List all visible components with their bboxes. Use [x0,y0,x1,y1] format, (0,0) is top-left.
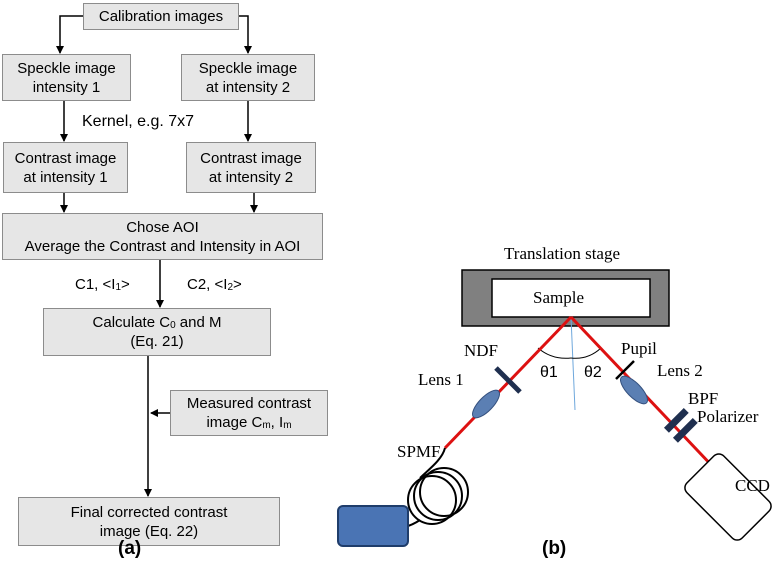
polarizer [672,417,698,443]
calibration-images-box: Calibration images [83,3,239,30]
lens-1 [472,389,500,419]
arrow-calib-to-speckle1 [56,15,83,54]
bpf-filter [663,407,689,433]
contrast-image-1-box: Contrast image at intensity 1 [3,142,128,193]
caption-b: (b) [542,538,567,559]
choose-aoi-box: Chose AOI Average the Contrast and Inten… [2,213,323,260]
ndf-label: NDF [464,341,499,360]
contrast-image-2-box: Contrast image at intensity 2 [186,142,316,193]
lens-2 [620,375,648,405]
theta1-label: θ1 [540,364,558,381]
measured-contrast-box: Measured contrast image Cm, Im [170,390,328,436]
speckle-image-2-box: Speckle image at intensity 2 [181,54,315,101]
polarizer-label: Polarizer [697,407,759,426]
caption-a: (a) [118,538,142,559]
c1-label: C1, <I1> [75,276,130,293]
sample-label: Sample [533,288,584,307]
lens-1-label: Lens 1 [418,370,464,389]
theta2-arc [570,347,602,359]
final-corrected-box: Final corrected contrast image (Eq. 22) [18,497,280,546]
c2-label: C2, <I2> [187,276,242,293]
ccd-camera [684,453,772,541]
laser-source [337,505,409,547]
theta1-arc [537,347,572,359]
bpf-label: BPF [688,389,719,408]
surface-normal-line [570,316,576,411]
theta2-label: θ2 [584,364,602,381]
speckle-image-1-box: Speckle image intensity 1 [2,54,131,101]
kernel-label: Kernel, e.g. 7x7 [82,113,195,130]
ndf-filter [494,366,522,394]
translation-stage-label: Translation stage [504,244,621,263]
lens-2-label: Lens 2 [657,361,703,380]
spmf-label: SPMF [397,442,441,461]
calculate-c0-m-box: Calculate C0 and M (Eq. 21) [43,308,271,356]
sample-plate [491,278,651,318]
arrow-calib-to-speckle2 [239,15,252,54]
pupil-aperture [615,360,635,380]
ccd-label: CCD [735,476,770,495]
pupil-label: Pupil [621,339,657,358]
